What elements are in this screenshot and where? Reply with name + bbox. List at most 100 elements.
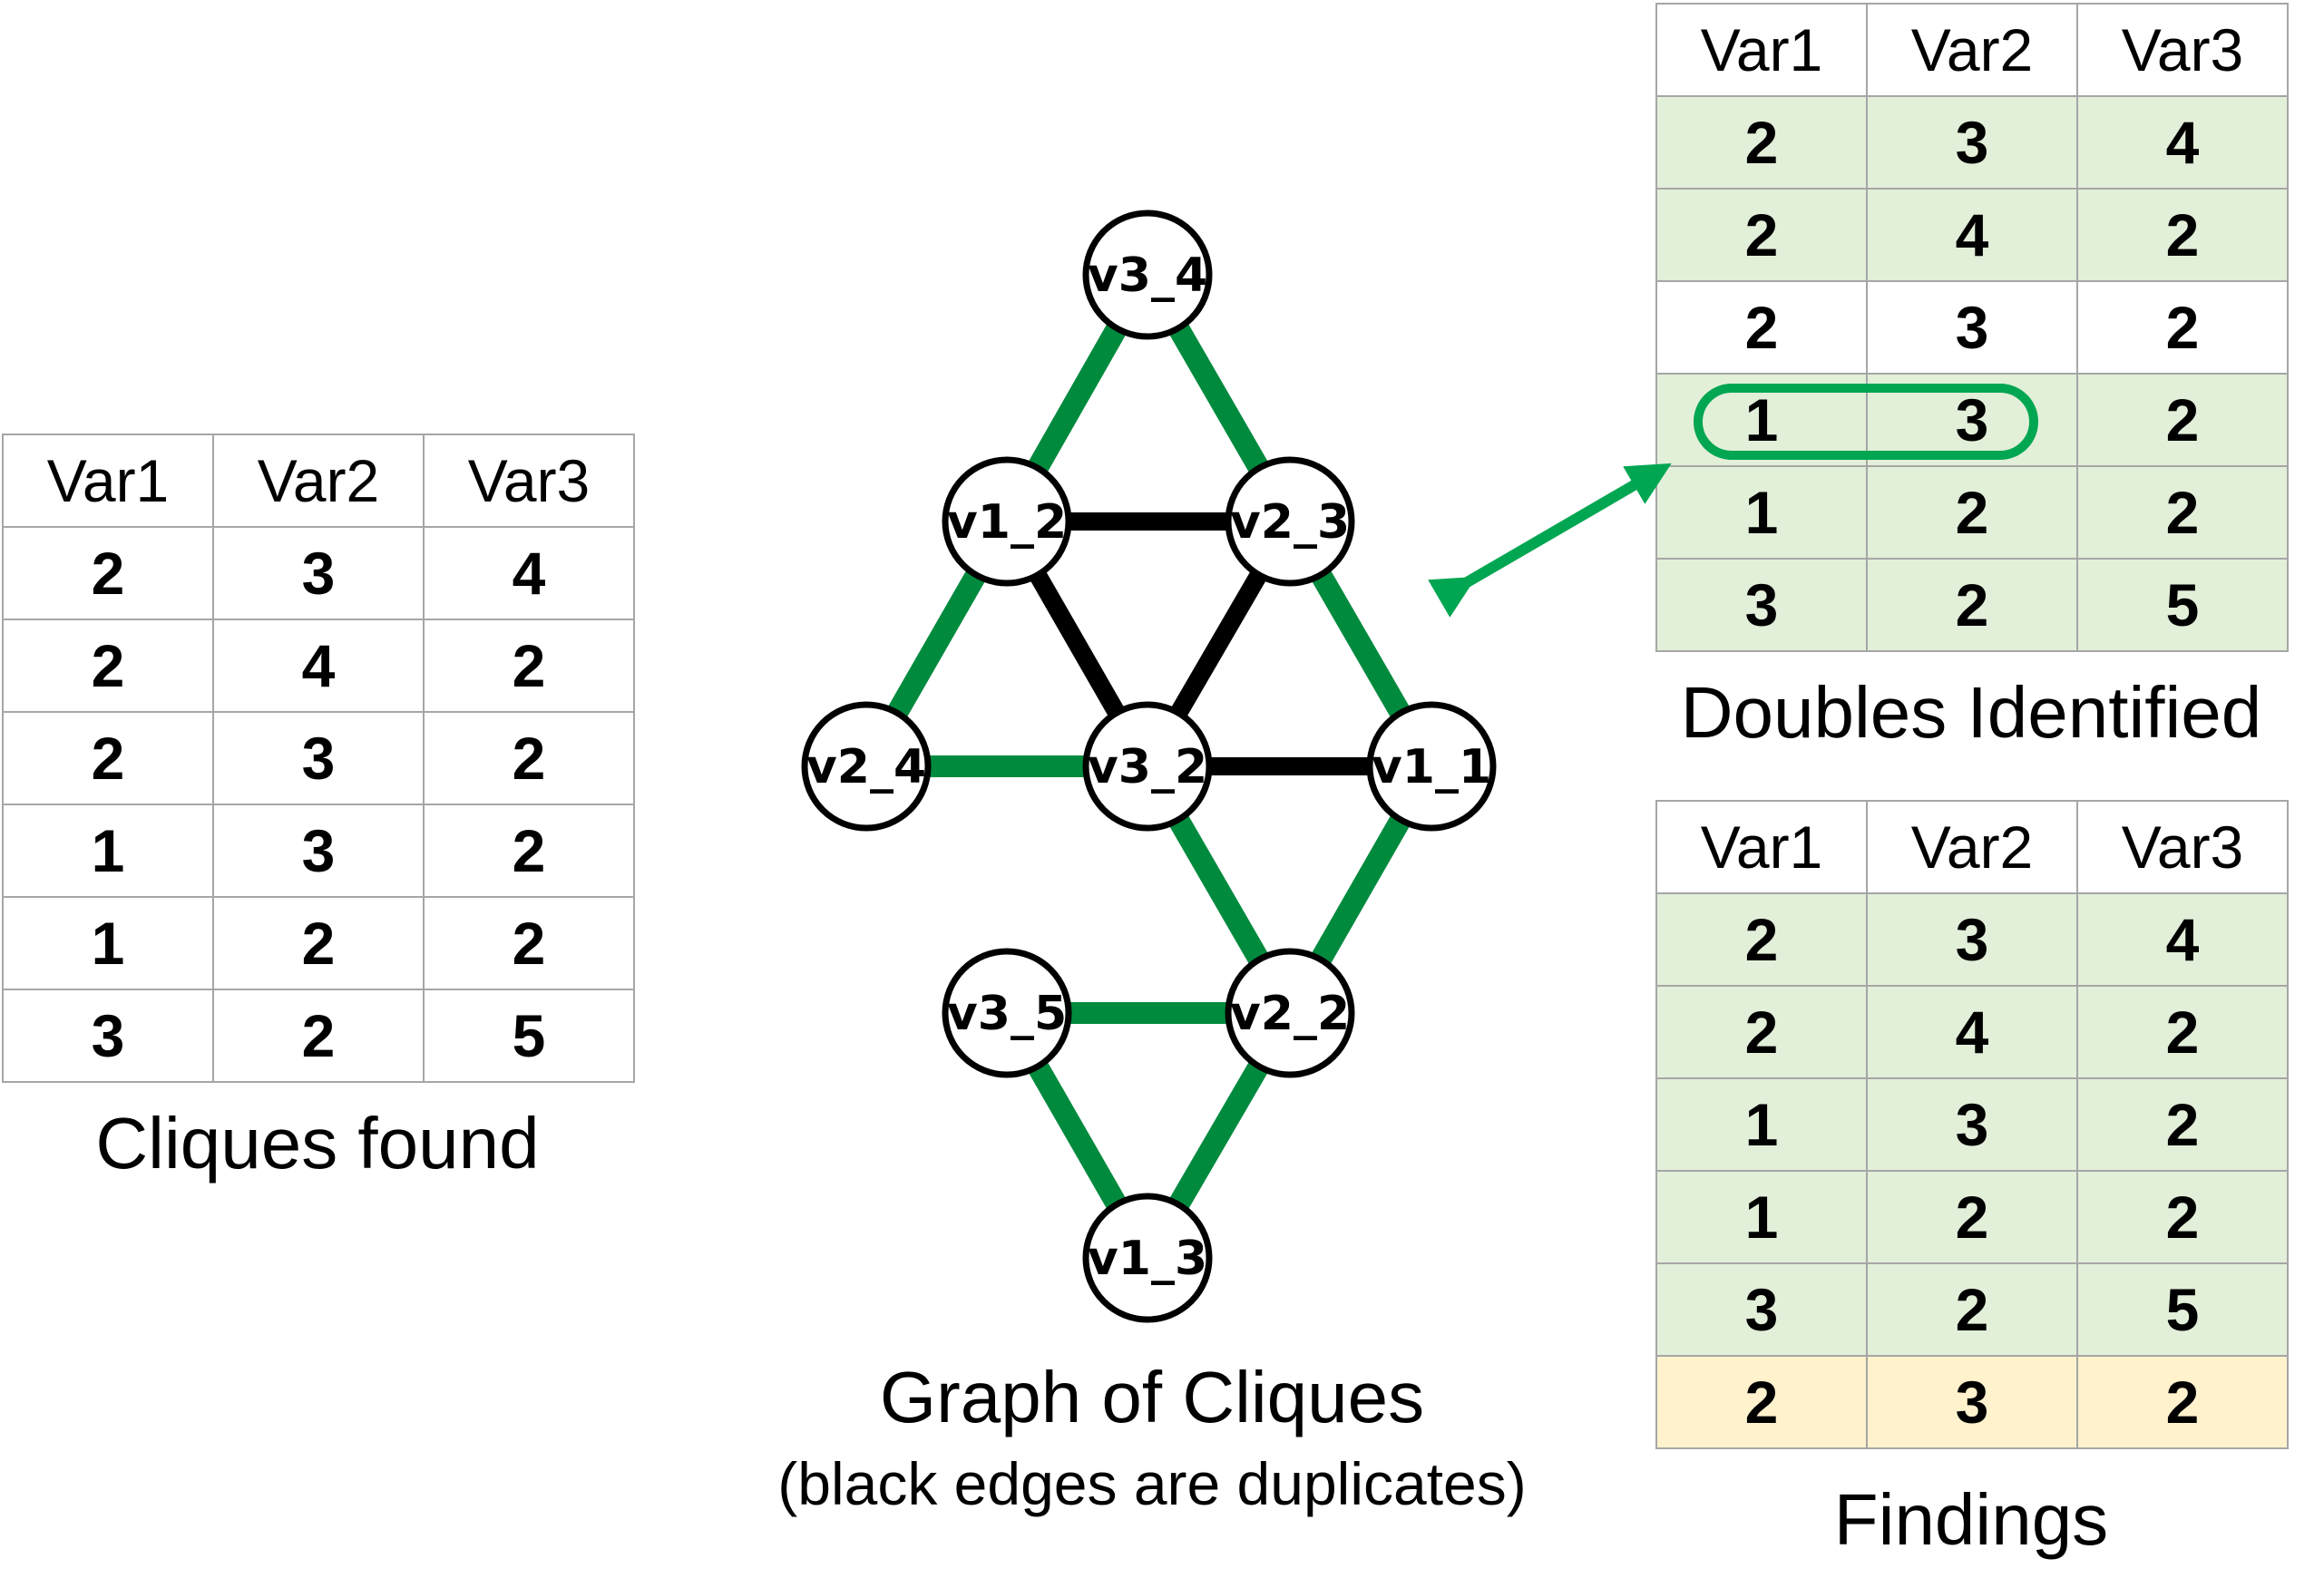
table-cell: 2 — [423, 619, 635, 713]
table-cell: 2 — [1866, 1170, 2078, 1264]
table-cell: 2 — [2076, 985, 2289, 1079]
nodes-layer: v3_4 v1_2 v2_3 v2_4 v3_2 v1_1 v3_5 v2_2 v1_3 — [801, 209, 1497, 1323]
node-v1_3: v1_3 — [1082, 1193, 1213, 1323]
table-cell: 2 — [1655, 280, 1868, 375]
graph-caption: Graph of Cliques — [879, 1357, 1425, 1437]
node-v1_2: v1_2 — [942, 456, 1072, 587]
table-cell: 2 — [2, 619, 214, 713]
table-cell: 2 — [2, 526, 214, 620]
table-cell: 2 — [1655, 892, 1868, 987]
table-cell: 2 — [423, 896, 635, 990]
table-cell: 2 — [1866, 1262, 2078, 1357]
node-v2_3: v2_3 — [1225, 456, 1355, 587]
table-cell: 3 — [1655, 1262, 1868, 1357]
table-cell: 1 — [2, 896, 214, 990]
node-label: v1_1 — [1372, 740, 1491, 794]
node-v3_2: v3_2 — [1082, 701, 1213, 832]
node-circle — [1225, 456, 1355, 587]
table-cell: 4 — [212, 619, 425, 713]
table-cell: 3 — [212, 526, 425, 620]
table-cell: 3 — [2, 989, 214, 1083]
table-cell: 4 — [2076, 95, 2289, 190]
double-link-arrow — [1428, 463, 1672, 618]
node-circle — [942, 456, 1072, 587]
node-label: v1_3 — [1088, 1232, 1207, 1286]
header-cell: Var1 — [2, 434, 214, 528]
node-v2_4: v2_4 — [801, 701, 932, 832]
node-circle — [1082, 209, 1213, 340]
table-cell: 2 — [2076, 1170, 2289, 1264]
node-label: v3_4 — [1088, 248, 1207, 303]
table-cell: 2 — [1866, 558, 2078, 652]
header-row: Var1 Var2 Var3 — [1655, 3, 2289, 97]
table-cell: 2 — [2076, 1077, 2289, 1172]
duplicate-highlight-outline — [1694, 384, 2038, 460]
node-circle — [1366, 701, 1497, 832]
table-cell: 3 — [212, 711, 425, 805]
node-label: v2_2 — [1230, 987, 1350, 1041]
header-cell: Var1 — [1655, 3, 1868, 97]
doubles-caption: Doubles Identified — [1680, 672, 2262, 753]
table-cell: 2 — [1655, 1355, 1868, 1449]
table-cell: 4 — [2076, 892, 2289, 987]
table-cell: 2 — [423, 711, 635, 805]
node-v1_1: v1_1 — [1366, 701, 1497, 832]
header-cell: Var2 — [1866, 3, 2078, 97]
node-circle — [1082, 701, 1213, 832]
header-cell: Var2 — [1866, 800, 2078, 894]
table-cell: 2 — [2076, 188, 2289, 282]
table-cell: 5 — [2076, 558, 2289, 652]
table-cell: 2 — [2076, 373, 2289, 467]
table-cell: 3 — [212, 804, 425, 898]
node-circle — [1225, 948, 1355, 1078]
table-cell: 5 — [423, 989, 635, 1083]
table-cell: 2 — [212, 896, 425, 990]
node-circle — [1082, 1193, 1213, 1323]
table-cell: 3 — [1655, 558, 1868, 652]
node-label: v2_4 — [806, 740, 926, 794]
node-label: v2_3 — [1230, 495, 1350, 550]
node-label: v3_5 — [947, 987, 1067, 1041]
table-cell: 3 — [1866, 95, 2078, 190]
table-cell: 3 — [1866, 1355, 2078, 1449]
findings-caption: Findings — [1833, 1479, 2109, 1560]
node-label: v1_2 — [947, 495, 1067, 550]
table-cell: 2 — [2076, 1355, 2289, 1449]
node-v2_2: v2_2 — [1225, 948, 1355, 1078]
node-label: v3_2 — [1088, 740, 1207, 794]
table-cell: 1 — [1655, 1077, 1868, 1172]
header-row: Var1 Var2 Var3 — [1655, 800, 2289, 894]
header-cell: Var3 — [2076, 800, 2289, 894]
table-cell: 1 — [1655, 465, 1868, 560]
header-cell: Var3 — [2076, 3, 2289, 97]
table-cell: 4 — [1866, 188, 2078, 282]
header-row: Var1 Var2 Var3 — [2, 434, 635, 528]
graph-subcaption: (black edges are duplicates) — [777, 1450, 1527, 1517]
table-cell: 2 — [423, 804, 635, 898]
node-circle — [801, 701, 932, 832]
table-cell: 4 — [1866, 985, 2078, 1079]
table-cell: 4 — [423, 526, 635, 620]
table-cell: 2 — [2076, 465, 2289, 560]
